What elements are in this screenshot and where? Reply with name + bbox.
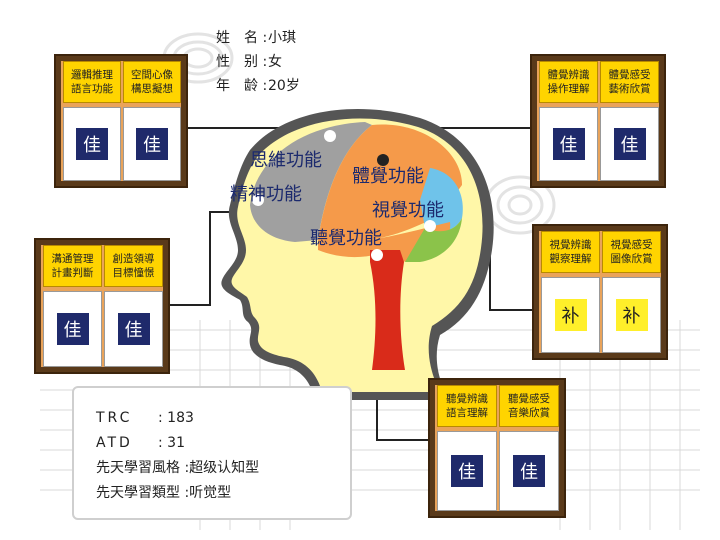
grade-badge: 佳 [56, 313, 89, 345]
brain-stem [370, 250, 405, 370]
grade-badge: 补 [615, 299, 648, 331]
panel-spirit-right-header: 創造領導 目標憧憬 [104, 245, 163, 287]
age-value: 20岁 [268, 78, 300, 94]
auditory-dot [371, 249, 383, 261]
panel-thinking-right-header: 空間心像 構思擬想 [123, 61, 181, 103]
style-value: 超级认知型 [189, 460, 260, 476]
green-lobe [405, 218, 462, 262]
panel-body-sense-right-cell: 佳 [600, 107, 659, 181]
panel-auditory-right-cell: 佳 [499, 431, 559, 511]
atd-value: : 31 [158, 435, 185, 451]
grade-badge: 佳 [117, 313, 150, 345]
grade-badge: 佳 [76, 128, 108, 160]
panel-thinking-right-cell: 佳 [123, 107, 181, 181]
grade-badge: 佳 [451, 455, 483, 487]
body-sense-dot [377, 154, 389, 166]
panel-spirit-left-header: 溝通管理 計畫判斷 [43, 245, 102, 287]
panel-spirit-left-cell: 佳 [43, 291, 102, 367]
panel-body-sense-left-header: 體覺辨識 操作理解 [539, 61, 598, 103]
name-value: 小琪 [268, 30, 296, 46]
spirit-label: 精神功能 [230, 184, 302, 205]
type-label: 先天學習類型 : [96, 485, 190, 501]
style-label: 先天學習風格 : [96, 460, 190, 476]
panel-body-sense-left-cell: 佳 [539, 107, 598, 181]
panel-thinking: 邏輯推理 語言功能 空間心像 構思擬想 佳 佳 [54, 54, 188, 188]
panel-visual-left-header: 視覺辨識 觀察理解 [541, 231, 600, 273]
grade-badge: 补 [554, 299, 587, 331]
grade-badge: 佳 [136, 128, 168, 160]
grade-badge: 佳 [552, 128, 585, 160]
gender-label: 性 别 : [216, 54, 268, 70]
grade-badge: 佳 [613, 128, 646, 160]
age-label: 年 龄 : [216, 78, 268, 94]
body-sense-label: 體覺功能 [352, 166, 424, 187]
panel-visual-left-cell: 补 [541, 277, 600, 353]
panel-visual-right-cell: 补 [602, 277, 661, 353]
profile-block: 姓 名 :小琪 性 别 :女 年 龄 :20岁 [216, 26, 300, 98]
panel-spirit-right-cell: 佳 [104, 291, 163, 367]
spirit-dot [252, 194, 264, 206]
panel-spirit: 溝通管理 計畫判斷 創造領導 目標憧憬 佳 佳 [34, 238, 170, 374]
panel-body-sense-right-header: 體覺感受 藝術欣賞 [600, 61, 659, 103]
grade-badge: 佳 [513, 455, 545, 487]
thinking-lobe [250, 122, 372, 242]
trc-value: : 183 [158, 410, 194, 426]
info-box: TRC : 183 ATD : 31 先天學習風格 :超级认知型 先天學習類型 :听… [72, 386, 352, 520]
panel-visual-right-header: 視覺感受 圖像欣賞 [602, 231, 661, 273]
type-value: 听觉型 [189, 485, 232, 501]
panel-auditory-right-header: 聽覺感受 音樂欣賞 [499, 385, 559, 427]
panel-thinking-left-cell: 佳 [63, 107, 121, 181]
panel-body-sense: 體覺辨識 操作理解 體覺感受 藝術欣賞 佳 佳 [530, 54, 666, 188]
visual-label: 視覺功能 [372, 200, 444, 221]
trc-label: TRC [96, 410, 133, 426]
panel-thinking-left-header: 邏輯推理 語言功能 [63, 61, 121, 103]
panel-visual: 視覺辨識 觀察理解 視覺感受 圖像欣賞 补 补 [532, 224, 668, 360]
thinking-dot [324, 130, 336, 142]
visual-lobe [420, 168, 463, 232]
name-label: 姓 名 : [216, 30, 268, 46]
auditory-label: 聽覺功能 [310, 228, 382, 249]
atd-label: ATD [96, 435, 133, 451]
panel-auditory-left-cell: 佳 [437, 431, 497, 511]
panel-auditory: 聽覺辨識 語言理解 聽覺感受 音樂欣賞 佳 佳 [428, 378, 566, 518]
gender-value: 女 [268, 54, 282, 70]
panel-auditory-left-header: 聽覺辨識 語言理解 [437, 385, 497, 427]
thinking-label: 思維功能 [250, 150, 322, 171]
visual-dot [424, 220, 436, 232]
